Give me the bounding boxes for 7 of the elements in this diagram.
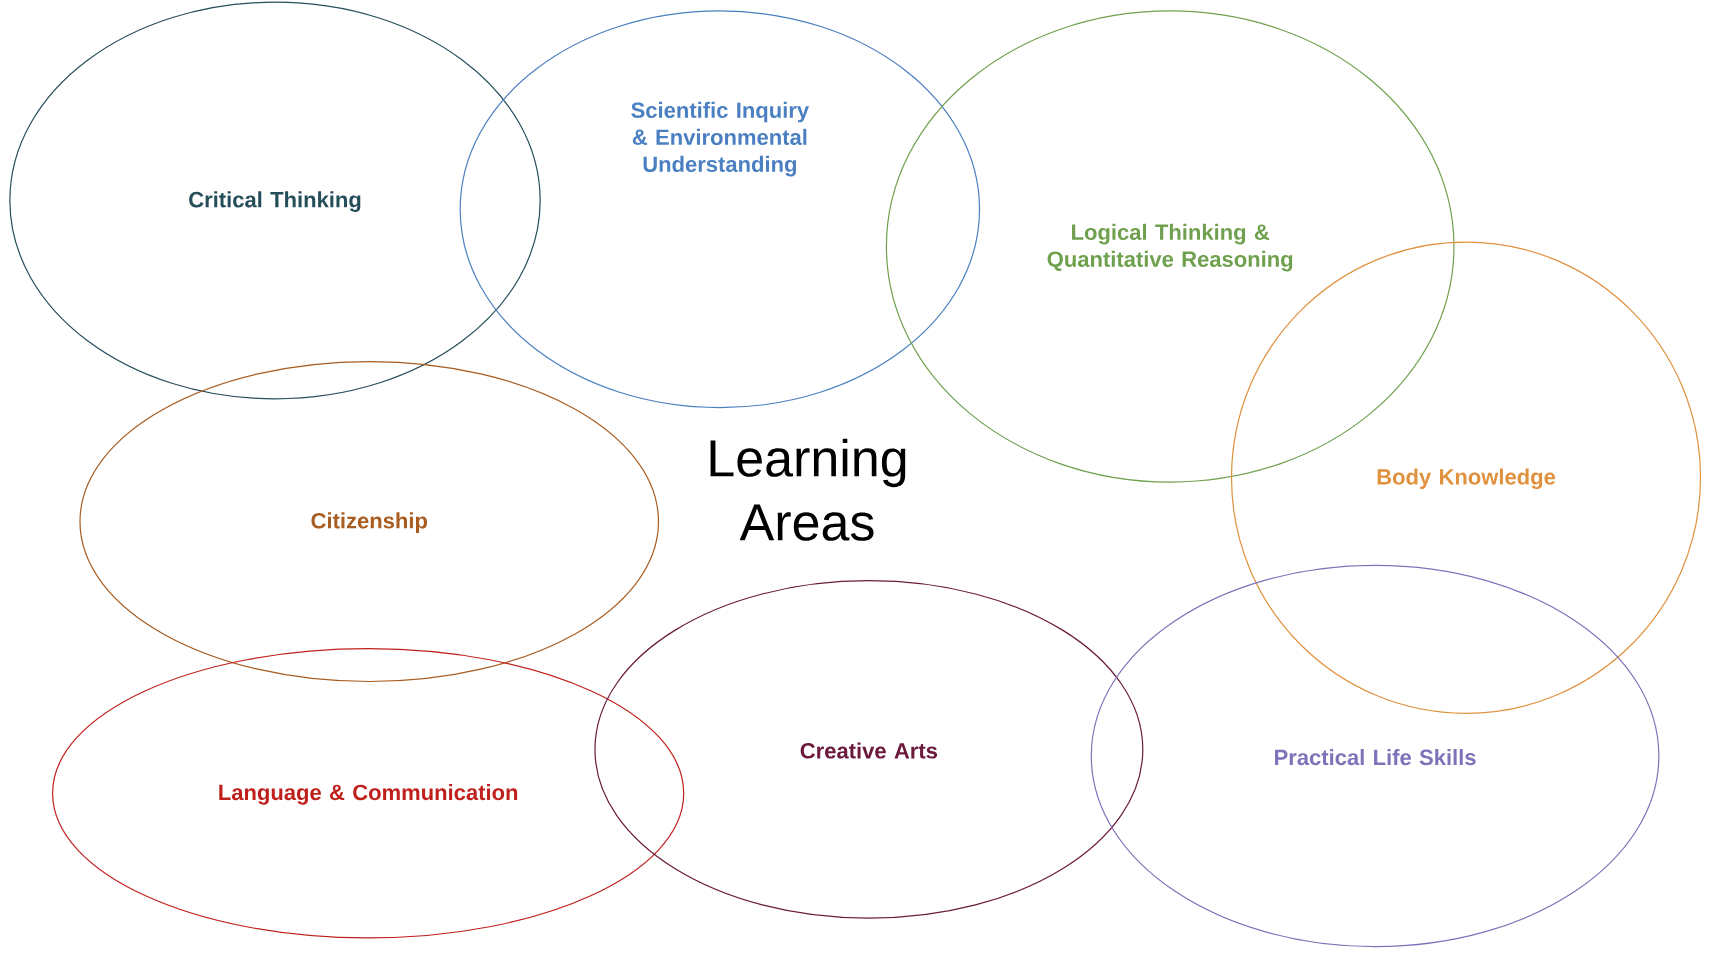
ellipse-node: Language & Communication [52, 648, 685, 939]
ellipse-node: Practical Life Skills [1090, 564, 1660, 948]
ellipse-node: Creative Arts [594, 580, 1144, 919]
ellipse-node: Citizenship [79, 360, 660, 683]
title: Learning Areas [710, 438, 906, 541]
ellipse-node: Scientific Inquiry & Environmental Understanding [459, 10, 981, 409]
ellipse-node: Critical Thinking [9, 1, 541, 400]
